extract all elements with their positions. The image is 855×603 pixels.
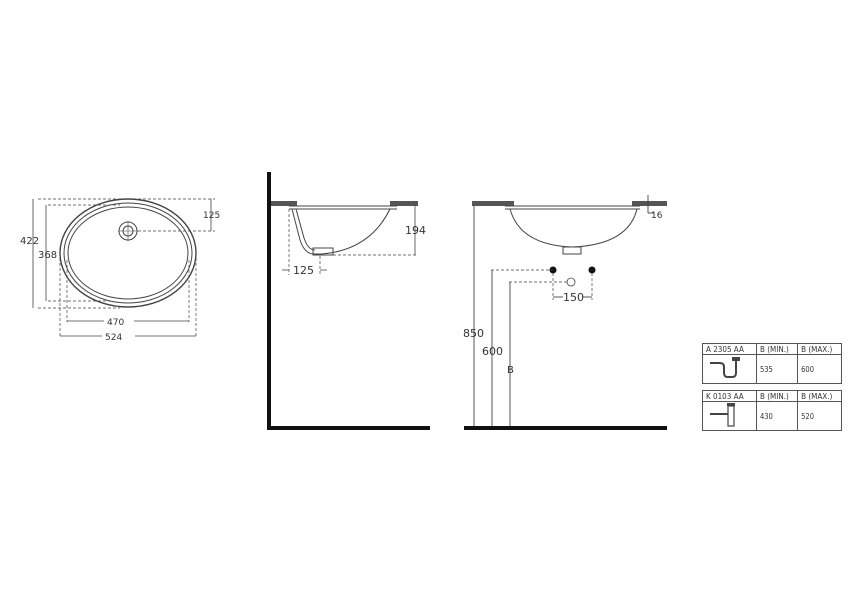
dim-600: 600: [482, 345, 503, 358]
max-value: 600: [797, 354, 842, 384]
trap-code: A 2305 AA: [702, 343, 757, 355]
side-section: [267, 172, 430, 430]
bottle-trap-icon: [702, 401, 757, 431]
plan-view: [32, 198, 215, 337]
trap-table: A 2305 AA B (MIN.) B (MAX.) 535 600 K 01…: [702, 343, 842, 437]
trap-table-a2305: A 2305 AA B (MIN.) B (MAX.) 535 600: [702, 343, 842, 384]
dim-194: 194: [405, 224, 426, 237]
dim-150: 150: [563, 291, 584, 304]
trap-code: K 0103 AA: [702, 390, 757, 402]
trap-table-k0103: K 0103 AA B (MIN.) B (MAX.) 430 520: [702, 390, 842, 431]
dim-16: 16: [651, 211, 663, 221]
dim-470: 470: [107, 318, 124, 328]
min-value: 535: [755, 354, 799, 384]
min-header: B (MIN.): [755, 390, 799, 402]
front-section: [464, 195, 667, 430]
dim-850: 850: [463, 327, 484, 340]
p-trap-icon: [702, 354, 757, 384]
dim-368: 368: [38, 250, 57, 261]
dim-b: B: [507, 365, 514, 376]
min-header: B (MIN.): [755, 343, 799, 355]
dim-524: 524: [105, 333, 122, 343]
min-value: 430: [755, 401, 799, 431]
dim-125-plan: 125: [203, 211, 220, 221]
dim-125-side: 125: [293, 264, 314, 277]
max-value: 520: [797, 401, 842, 431]
max-header: B (MAX.): [797, 343, 842, 355]
max-header: B (MAX.): [797, 390, 842, 402]
dim-422: 422: [20, 236, 39, 247]
